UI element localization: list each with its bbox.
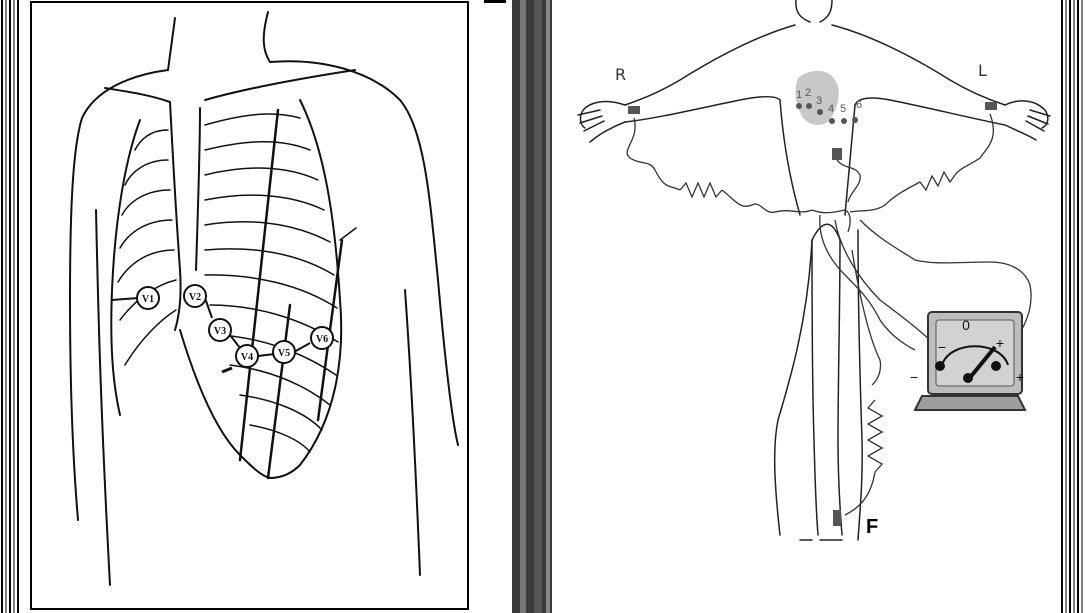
electrode-v3: V3 [209,319,231,341]
left-border-stripes [2,0,18,613]
position-3-label: 3 [816,95,822,107]
electrode-v3-label: V3 [214,326,226,337]
chest-pad [832,148,842,160]
foot-label: F [866,516,878,538]
meter-minus: − [938,339,946,355]
meter-zero: 0 [962,317,970,333]
meter-outer-minus: − [910,369,918,385]
electrode-v4-label: V4 [241,352,253,363]
position-1-label: 1 [796,89,802,101]
top-small-mark [484,0,506,3]
position-6-label: 6 [856,99,862,111]
position-5-label: 5 [840,103,846,115]
right-arm-label: R [615,65,626,84]
electrode-v1-label: V1 [142,294,154,305]
electrode-v2-label: V2 [189,292,201,303]
electrode-v2: V2 [184,285,206,307]
electrode-v6: V6 [311,327,333,349]
left-panel-frame [31,2,468,609]
left-arm-label: L [978,61,987,80]
left-arm-pad [985,102,997,110]
galvanometer: 0 − + − + [910,312,1025,410]
electrode-v5-label: V5 [278,348,290,359]
center-gutter [512,0,552,613]
electrode-v6-label: V6 [316,334,328,345]
electrode-v4: V4 [236,345,258,367]
position-2-label: 2 [805,87,811,99]
meter-outer-plus: + [1016,369,1024,385]
right-arm-pad [628,106,640,114]
position-4-label: 4 [828,103,834,115]
electrode-v1: V1 [137,287,159,309]
electrode-v5: V5 [273,341,295,363]
meter-plus: + [996,335,1004,351]
foot-pad [833,510,841,526]
right-border-stripes [1062,0,1082,613]
